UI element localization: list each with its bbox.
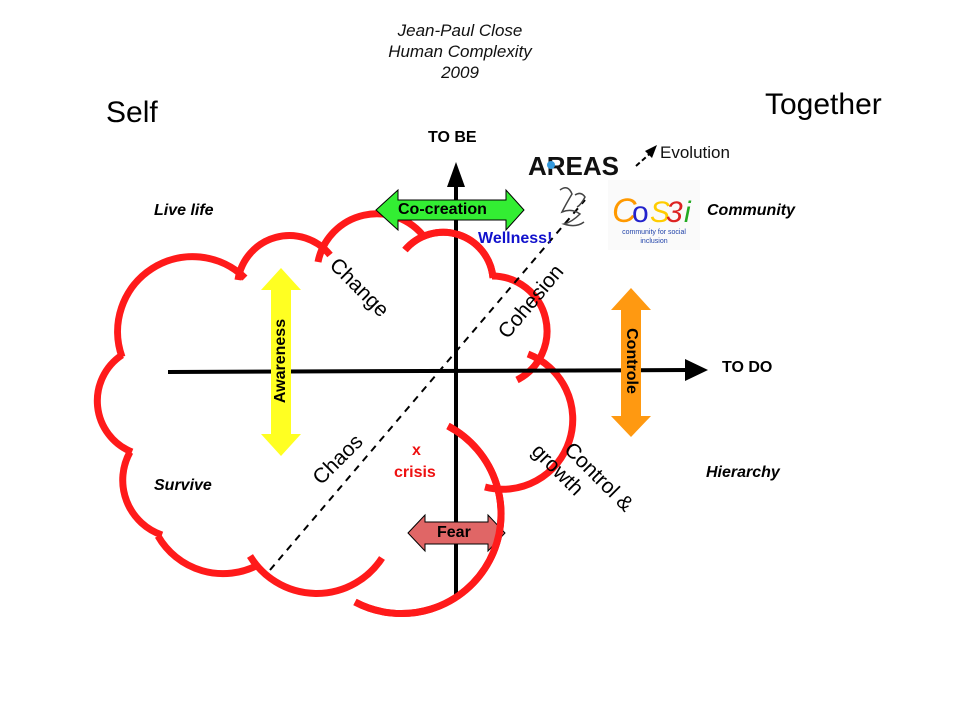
cloud-arc: [491, 272, 551, 384]
awareness-label: Awareness: [272, 318, 289, 404]
author-name: Jean-Paul Close: [397, 21, 523, 40]
cloud-arc: [314, 210, 428, 263]
fear-label: Fear: [437, 524, 471, 541]
handwritten-logo: [559, 187, 586, 227]
cloud-arc: [247, 554, 385, 597]
evolution-arrowhead: [645, 145, 657, 158]
svg-text:o: o: [632, 196, 649, 229]
cosi-tagline-2: inclusion: [640, 238, 667, 245]
cloud-arc: [154, 534, 260, 578]
crisis-marker: x: [412, 442, 421, 459]
cocreation-label: Co-creation: [398, 201, 487, 218]
areas-logo-text: AREAS: [528, 151, 619, 181]
fear-arrow: [407, 513, 506, 553]
together-label: Together: [765, 88, 882, 121]
svg-text:C: C: [612, 192, 637, 230]
cloud-arc: [234, 232, 333, 281]
quadrant-live-life: Live life: [154, 202, 214, 219]
quadrant-community: Community: [707, 202, 795, 219]
quadrant-survive: Survive: [154, 477, 212, 494]
svg-text:i: i: [684, 196, 692, 229]
cloud-arc: [119, 450, 164, 539]
quadrant-hierarchy: Hierarchy: [706, 464, 780, 481]
to-be-label: TO BE: [428, 129, 477, 146]
horizontal-axis: [167, 368, 691, 374]
year: 2009: [441, 63, 479, 82]
wellness-label: Wellness!: [478, 230, 553, 247]
svg-text:3: 3: [666, 196, 683, 229]
evolution-label: Evolution: [660, 143, 730, 162]
cloud-arc: [93, 352, 134, 456]
controle-arrow: [611, 288, 651, 437]
vertical-axis-arrowhead: [447, 162, 465, 187]
cocreation-arrow: [375, 188, 525, 232]
svg-text:S: S: [650, 196, 670, 229]
crisis-label: crisis: [394, 464, 436, 481]
awareness-arrow: [261, 268, 301, 456]
horizontal-axis-arrowhead: [685, 359, 708, 381]
evolution-diagonal: [269, 199, 586, 571]
cloud-arc: [114, 253, 248, 359]
to-do-label: TO DO: [722, 359, 773, 376]
diagram-title: Human Complexity: [388, 42, 532, 61]
areas-logo: AREAS: [528, 151, 619, 181]
self-label: Self: [106, 96, 158, 129]
cosi-tagline-1: community for social: [622, 229, 686, 236]
controle-label: Controle: [623, 328, 640, 394]
cosi-logo: C o S 3 i community for social inclusion: [608, 180, 700, 250]
